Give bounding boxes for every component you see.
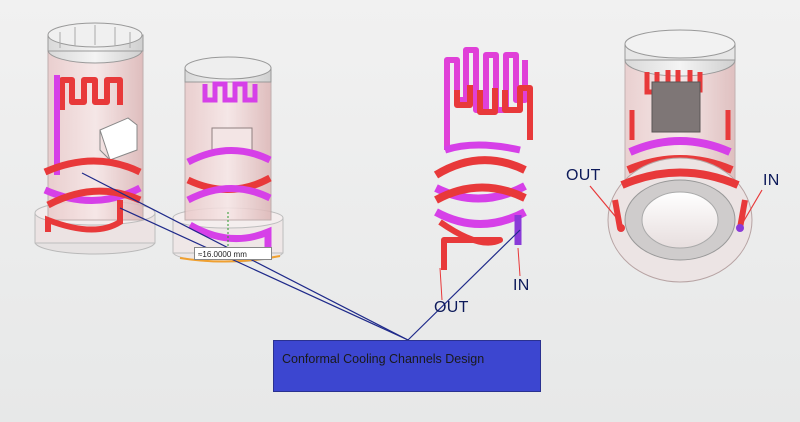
assembly-center-bore-dark [651,81,701,133]
assembly-out-port [617,224,625,232]
core-spiral-exit [45,200,123,233]
core-window-cutout [99,117,138,161]
channel-coil-1 [433,156,527,179]
label-in-right: IN [763,172,780,189]
pointer-out-center [439,267,443,301]
assembly-coil-1 [628,137,732,156]
core-hot-zigzag [59,77,123,110]
assembly-port-pipes [612,199,748,229]
channel-coil-3 [434,183,527,204]
dimension-readout: ≈16.0000 mm [194,247,272,260]
core-window-edge [99,130,111,161]
assembly-in-port [736,224,744,232]
label-out-center: OUT [434,299,469,316]
insert-cool-zigzag [202,81,258,103]
assembly-bore [641,191,719,249]
insert-coil-3 [186,185,272,204]
caption-box: Conformal Cooling Channels Design [273,340,541,392]
assembled-core-model [607,29,753,283]
leader-line-insert [119,207,409,341]
insert-top-rim [184,56,272,80]
cooling-channel-model [433,47,533,270]
pointer-in-right [741,189,763,225]
channel-top-loop [443,141,521,154]
channel-out-pipe [438,219,503,270]
core-top-segments [59,25,131,48]
pointer-out-right [589,185,621,223]
caption-text: Conformal Cooling Channels Design [282,352,485,366]
insert-pocket [211,127,253,151]
mold-insert-model [172,56,284,263]
channel-coil-4 [434,208,527,228]
channel-hot-zigzag [454,85,533,140]
label-out-right: OUT [566,167,601,184]
core-spiral-coil-3 [46,187,142,209]
insert-coil-1 [186,147,272,166]
label-in-center: IN [513,277,530,294]
insert-coil-exit [188,221,272,248]
mold-core-model [34,22,156,255]
leader-line-channels [407,229,521,341]
assembly-coil-3 [620,168,740,189]
core-spiral-coil-2 [43,184,142,204]
pointer-in-center [517,247,521,277]
core-spiral-coil-1 [43,157,142,176]
assembly-side-risers [629,110,731,140]
assembly-top-rim [624,29,736,59]
